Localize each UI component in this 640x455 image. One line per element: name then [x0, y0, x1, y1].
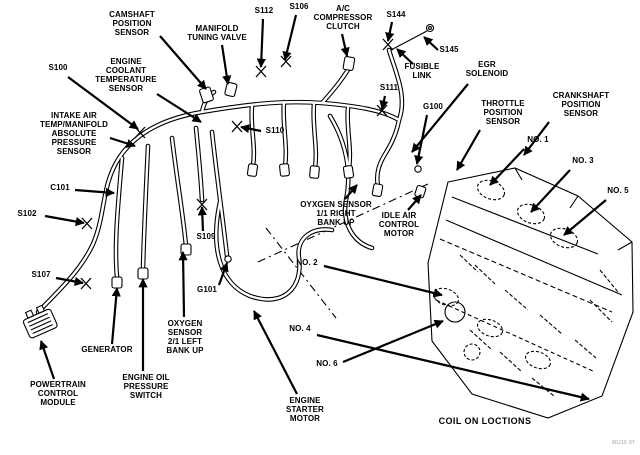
leader-arrow-camshaft-position-sensor	[159, 35, 207, 90]
leader-arrow-no-5	[563, 199, 607, 236]
leader-arrow-egr-solenoid	[411, 83, 469, 153]
leader-arrow-manifold-tuning-valve	[220, 44, 232, 85]
leader-arrow-throttle-position-sensor	[456, 129, 481, 171]
leader-arrow-no-2	[323, 264, 443, 298]
leader-arrow-no-3	[530, 169, 571, 213]
leader-arrow-engine-coolant-temperature-sensor	[156, 93, 202, 123]
leader-arrow-powertrain-control-module	[39, 340, 56, 380]
leader-arrow-g101	[217, 262, 229, 286]
leader-arrow-crankshaft-position-sensor	[523, 121, 550, 156]
leader-arrow-idle-air-control-motor	[407, 194, 422, 211]
leader-arrow-s109	[197, 206, 207, 232]
leader-arrow-no-4	[316, 333, 590, 402]
leader-arrow-oxygen-sensor-2-1-left-bank-up	[178, 251, 188, 318]
leader-arrow-fusible-link	[396, 48, 414, 65]
leader-arrow-s102	[44, 214, 85, 227]
leader-arrow-engine-starter-motor	[253, 310, 298, 395]
leader-arrows	[39, 14, 607, 402]
leader-arrow-s110	[240, 124, 262, 134]
connector-plugs	[22, 55, 427, 339]
leader-arrow-intake-air-temp-manifold-absolute-pressure-sensor	[109, 136, 136, 148]
leader-arrow-s106	[282, 14, 298, 61]
leader-arrow-s100	[67, 76, 139, 130]
leader-arrow-s112	[256, 18, 266, 68]
leader-arrow-ac-compressor-clutch	[340, 33, 350, 57]
leader-arrow-s107	[55, 276, 84, 287]
wiring-harness-art	[22, 23, 435, 339]
leader-arrow-c101	[74, 187, 115, 197]
leader-arrow-oyxgen-sensor-1-1-right-bank-up	[344, 184, 358, 200]
leader-arrow-no-6	[342, 319, 444, 364]
figure-ref-code: 80J15 07	[612, 440, 635, 446]
leader-arrow-s145	[423, 36, 439, 51]
coil-caption: COIL ON LOCTIONS	[438, 416, 532, 426]
leader-arrow-s111	[379, 95, 389, 110]
leader-arrow-no-1	[489, 148, 525, 186]
leader-arrow-generator	[110, 287, 121, 345]
leader-arrow-s144	[385, 21, 395, 42]
engine-block-art	[427, 167, 634, 419]
